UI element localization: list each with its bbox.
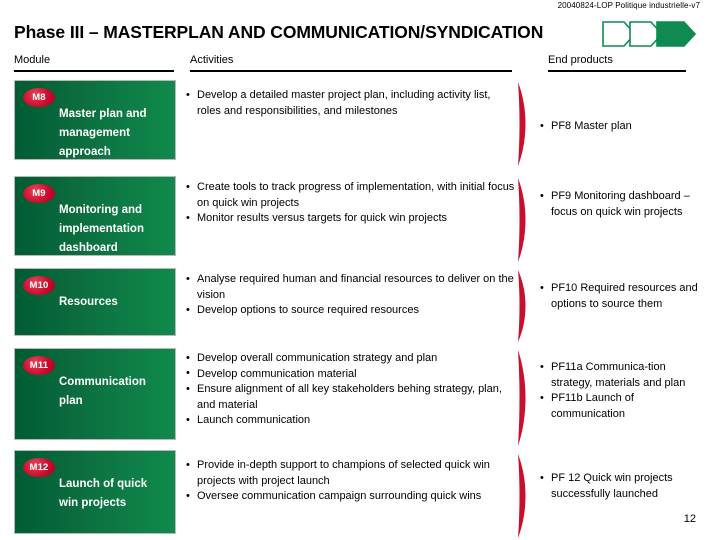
module-badge: M8 bbox=[23, 88, 55, 107]
column-rule-module bbox=[14, 70, 174, 72]
activities-cell: Analyse required human and financial res… bbox=[186, 272, 516, 319]
end-products-cell: PF 12 Quick win projects successfully la… bbox=[540, 471, 706, 502]
activities-cell: Develop overall communication strategy a… bbox=[186, 351, 516, 429]
activity-item: Launch communication bbox=[186, 413, 516, 429]
activity-item: Create tools to track progress of implem… bbox=[186, 180, 516, 211]
module-badge: M11 bbox=[23, 356, 55, 375]
activity-item: Develop communication material bbox=[186, 366, 516, 383]
activity-item: Oversee communication campaign surroundi… bbox=[186, 489, 516, 505]
title-row: Phase III – MASTERPLAN AND COMMUNICATION… bbox=[14, 18, 698, 48]
activities-cell: Provide in-depth support to champions of… bbox=[186, 458, 516, 505]
end-products-cell: PF10 Required resources and options to s… bbox=[540, 281, 706, 312]
end-products-cell: PF8 Master plan bbox=[540, 119, 706, 135]
end-products-cell: PF9 Monitoring dashboard – focus on quic… bbox=[540, 189, 706, 220]
end-product-item: PF8 Master plan bbox=[540, 119, 706, 135]
activities-cell: Create tools to track progress of implem… bbox=[186, 180, 516, 227]
end-product-item: PF11b Launch of communication bbox=[540, 391, 706, 422]
end-product-item: PF11a Communica-tion strategy, materials… bbox=[540, 360, 706, 391]
module-badge: M9 bbox=[23, 184, 55, 203]
document-meta-label: 20040824-LOP Politique industrielle-v7 bbox=[557, 1, 700, 10]
activities-list: Analyse required human and financial res… bbox=[186, 272, 516, 319]
red-leaf-connector-icon bbox=[516, 268, 530, 344]
column-rule-end-products bbox=[548, 70, 686, 72]
activities-list: Provide in-depth support to champions of… bbox=[186, 458, 516, 505]
activity-item: Monitor results versus targets for quick… bbox=[186, 211, 516, 227]
end-products-list: PF11a Communica-tion strategy, materials… bbox=[540, 360, 706, 422]
red-leaf-connector-icon bbox=[516, 80, 530, 168]
activity-item: Provide in-depth support to champions of… bbox=[186, 458, 516, 489]
page-title: Phase III – MASTERPLAN AND COMMUNICATION… bbox=[14, 22, 544, 42]
module-label: Communication plan bbox=[59, 376, 146, 407]
activity-item: Analyse required human and financial res… bbox=[186, 272, 516, 303]
column-header-module: Module bbox=[14, 54, 51, 66]
activity-item: Ensure alignment of all key stakeholders… bbox=[186, 382, 516, 413]
red-leaf-connector-icon bbox=[516, 348, 530, 448]
activities-list: Create tools to track progress of implem… bbox=[186, 180, 516, 227]
red-leaf-connector-icon bbox=[516, 176, 530, 264]
end-products-cell: PF11a Communica-tion strategy, materials… bbox=[540, 360, 706, 422]
end-products-list: PF8 Master plan bbox=[540, 119, 706, 135]
activities-cell: Develop a detailed master project plan, … bbox=[186, 88, 516, 119]
column-rule-activities bbox=[190, 70, 512, 72]
column-header-activities: Activities bbox=[190, 54, 234, 66]
activity-item: Develop overall communication strategy a… bbox=[186, 351, 516, 367]
phase-indicator bbox=[602, 21, 698, 47]
column-header-end-products: End products bbox=[548, 54, 613, 66]
activities-list: Develop a detailed master project plan, … bbox=[186, 88, 516, 119]
activity-item: Develop options to source required resou… bbox=[186, 303, 516, 319]
red-leaf-connector-icon bbox=[516, 452, 530, 540]
module-badge: M12 bbox=[23, 458, 55, 477]
module-label: Master plan and management approach bbox=[59, 108, 147, 158]
end-products-list: PF 12 Quick win projects successfully la… bbox=[540, 471, 706, 502]
activities-list: Develop overall communication strategy a… bbox=[186, 351, 516, 429]
module-label: Monitoring and implementation dashboard bbox=[59, 204, 144, 254]
end-products-list: PF10 Required resources and options to s… bbox=[540, 281, 706, 312]
end-product-item: PF10 Required resources and options to s… bbox=[540, 281, 706, 312]
page-number: 12 bbox=[683, 513, 696, 525]
module-label: Launch of quick win projects bbox=[59, 478, 148, 509]
end-products-list: PF9 Monitoring dashboard – focus on quic… bbox=[540, 189, 706, 220]
end-product-item: PF9 Monitoring dashboard – focus on quic… bbox=[540, 189, 706, 220]
end-product-item: PF 12 Quick win projects successfully la… bbox=[540, 471, 706, 502]
chevron-segment-3-icon bbox=[656, 21, 697, 47]
module-badge: M10 bbox=[23, 276, 55, 295]
activity-item: Develop a detailed master project plan, … bbox=[186, 88, 516, 119]
module-label: Resources bbox=[59, 296, 118, 308]
